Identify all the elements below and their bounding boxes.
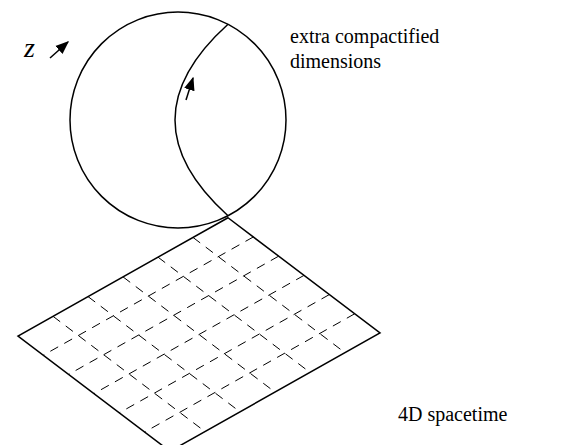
grid-line <box>94 275 304 393</box>
grid-line <box>123 277 275 392</box>
meridian-arc <box>175 24 228 215</box>
grid-line <box>43 237 253 355</box>
direction-arrow <box>50 42 68 58</box>
grid-line <box>53 316 205 431</box>
axis-label: z <box>24 30 54 65</box>
grid-line <box>88 297 240 412</box>
grid-line <box>145 314 355 432</box>
region-label: extra compactified dimensions <box>290 24 490 74</box>
grid-line <box>69 256 279 374</box>
grid-line <box>119 295 329 413</box>
sphere-outline <box>70 12 286 228</box>
spacetime-plane <box>18 218 380 445</box>
direction-arrow <box>186 78 193 100</box>
region-label: 4D spacetime <box>398 402 578 427</box>
